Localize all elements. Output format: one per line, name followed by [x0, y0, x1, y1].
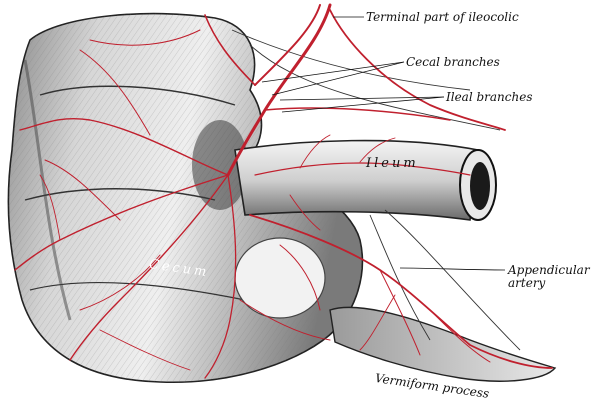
label-ileal-branches: Ileal branches — [446, 90, 533, 104]
label-cecal-branches: Cecal branches — [406, 55, 500, 69]
label-terminal-ileocolic: Terminal part of ileocolic — [366, 10, 519, 24]
label-ileum: Ileum — [366, 156, 419, 171]
label-appendicular-line1: Appendicular — [508, 263, 590, 277]
haustra-fold — [29, 281, 246, 301]
label-appendicular-line2: artery — [508, 276, 546, 290]
arteries — [14, 3, 553, 379]
taenia — [23, 59, 72, 321]
haustra-fold — [39, 85, 236, 106]
ileum-tube — [234, 139, 479, 221]
vermiform-process — [329, 306, 557, 382]
